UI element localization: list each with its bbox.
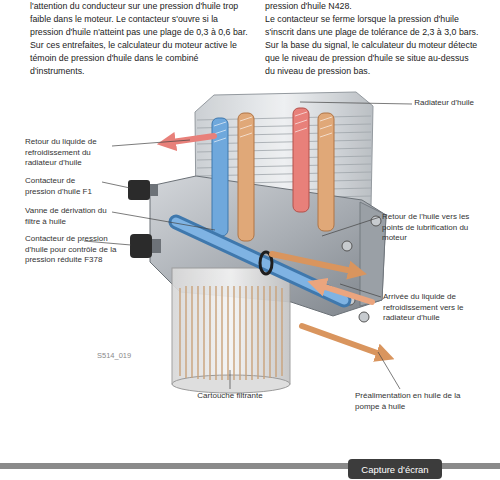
part-label: Vanne de dérivation du filtre à huile [25, 206, 117, 227]
part-label: Contacteur de pression d'huile pour cont… [25, 234, 117, 266]
part-label: Contacteur de pression d'huile F1 [25, 176, 107, 197]
figure-number: S514_019 [97, 351, 157, 361]
body-text: l'attention du conducteur sur une pressi… [30, 0, 252, 78]
screenshot-button: Capture d'écran [348, 459, 442, 479]
leader-lines [84, 102, 412, 389]
button-label: Capture d'écran [361, 464, 428, 475]
part-label: Arrivée du liquide de refroidissement ve… [383, 292, 483, 324]
part-label: Préalimentation en huile de la pompe à h… [355, 391, 470, 412]
part-label: Cartouche filtrante [185, 391, 275, 402]
filter-cartridge [172, 268, 290, 393]
cooler-pipes [212, 108, 334, 241]
part-label: Retour du liquide de refroidissement du … [25, 137, 117, 169]
flow-arrows [172, 136, 380, 354]
pressure-switch-f378 [130, 234, 161, 258]
part-label: Retour de l'huile vers les points de lub… [382, 212, 482, 244]
part-label: Radiateur d'huile [412, 98, 474, 109]
pressure-switch-f1 [128, 180, 158, 200]
body-text: pression d'huile N428. [265, 0, 480, 13]
body-text: Le contacteur se ferme lorsque la pressi… [265, 13, 480, 78]
